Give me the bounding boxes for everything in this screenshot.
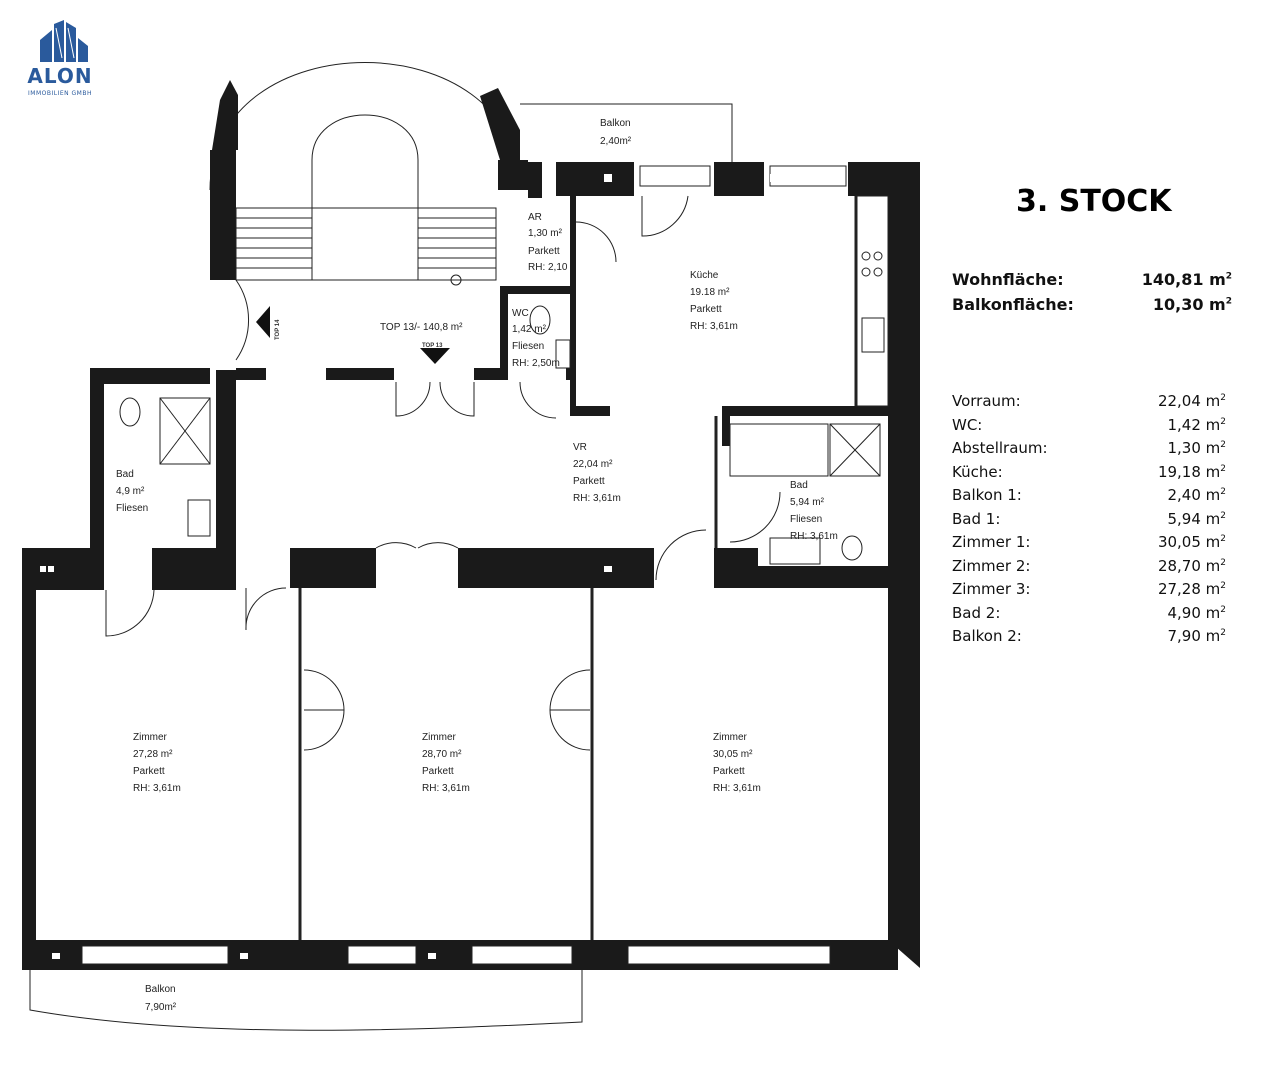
vr-name: VR [573,442,587,453]
floor-title: 3. STOCK [1016,184,1172,219]
kueche-area: 19.18 m² [690,287,730,298]
vr-floor: Parkett [573,476,605,487]
wc-floor: Fliesen [512,341,544,352]
bathroom-fixtures [119,305,881,565]
summary-label: Wohnfläche: [952,270,1064,289]
logo-subtitle: IMMOBILIEN GMBH [28,90,92,97]
zimmer3-area: 30,05 m² [713,749,753,760]
bad-left-floor: Fliesen [116,503,148,514]
zimmer1-area: 27,28 m² [133,749,173,760]
door-swings [105,195,781,751]
ar-area: 1,30 m² [528,228,563,239]
zimmer1-name: Zimmer [133,732,168,743]
top13-label: TOP 13/- 140,8 m² [380,322,463,333]
wc-name: WC [512,308,529,319]
ar-name: AR [528,212,542,223]
zimmer3-floor: Parkett [713,766,745,777]
list-item: Zimmer 1:30,05 m2 [952,533,1226,551]
zimmer3-name: Zimmer [713,732,748,743]
floor-plan: Balkon 2,40m² AR 1,30 m² Parkett RH: 2,1… [22,62,920,1031]
bad-right-floor: Fliesen [790,514,822,525]
logo-name: ALON [27,64,93,88]
list-item: Vorraum:22,04 m2 [952,392,1226,410]
summary-value: 140,81 m2 [1141,270,1232,289]
bad-left-name: Bad [116,469,134,480]
top13-tag: TOP 13 [422,343,443,349]
list-item: Küche:19,18 m2 [952,462,1226,481]
ar-floor: Parkett [528,246,560,257]
zimmer3-rh: RH: 3,61m [713,783,761,794]
company-logo: ALON IMMOBILIEN GMBH [18,18,118,108]
bad-right-name: Bad [790,480,808,491]
summary-label: Balkonfläche: [952,295,1074,314]
bad-right-area: 5,94 m² [790,497,825,508]
balconies [29,103,733,1031]
top14-tag: TOP 14 [275,319,281,340]
list-item: Zimmer 2:28,70 m2 [952,556,1226,575]
wc-rh: RH: 2,50m [512,358,560,369]
balkon-bottom-name: Balkon [145,984,176,995]
zimmer1-rh: RH: 3,61m [133,783,181,794]
zimmer2-rh: RH: 3,61m [422,783,470,794]
room-labels: Balkon 2,40m² AR 1,30 m² Parkett RH: 2,1… [116,118,838,1013]
list-item: Bad 1:5,94 m2 [952,509,1226,528]
list-item: WC:1,42 m2 [952,415,1226,434]
balkon-top-name: Balkon [600,118,631,129]
bad-right-rh: RH: 3,61m [790,531,838,542]
kitchen-counter [855,195,889,407]
bad-left-area: 4,9 m² [116,486,145,497]
room-area-list: Vorraum:22,04 m2 WC:1,42 m2 Abstellraum:… [952,392,1226,651]
balkon-top-area: 2,40m² [600,136,632,147]
list-item: Balkon 2:7,90 m2 [952,627,1226,645]
ar-rh: RH: 2,10 [528,262,568,273]
kueche-floor: Parkett [690,304,722,315]
zimmer2-area: 28,70 m² [422,749,462,760]
list-item: Bad 2:4,90 m2 [952,603,1226,622]
list-item: Abstellraum:1,30 m2 [952,439,1226,457]
zimmer2-name: Zimmer [422,732,457,743]
kueche-name: Küche [690,270,719,281]
vr-rh: RH: 3,61m [573,493,621,504]
zimmer2-floor: Parkett [422,766,454,777]
zimmer1-floor: Parkett [133,766,165,777]
list-item: Balkon 1:2,40 m2 [952,486,1226,504]
kueche-rh: RH: 3,61m [690,321,738,332]
building-logo-icon [40,20,88,62]
list-item: Zimmer 3:27,28 m2 [952,580,1226,598]
vr-area: 22,04 m² [573,459,613,470]
walls [22,80,920,970]
summary-value: 10,30 m2 [1152,295,1232,314]
staircase [235,114,497,286]
wc-area: 1,42 m² [512,324,547,335]
balkon-bottom-area: 7,90m² [145,1002,177,1013]
